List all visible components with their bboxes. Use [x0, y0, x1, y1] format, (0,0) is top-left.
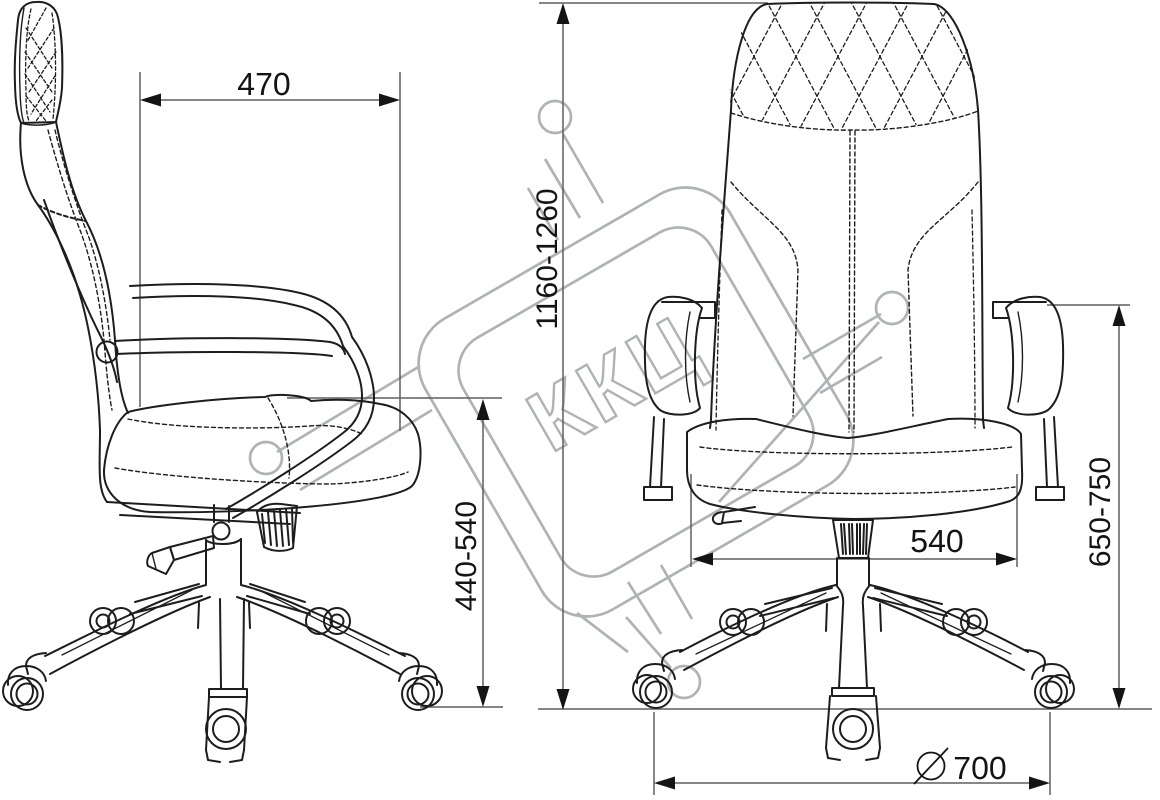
svg-text:440-540: 440-540 — [450, 501, 483, 611]
svg-text:650-750: 650-750 — [1084, 457, 1117, 567]
svg-text:540: 540 — [910, 523, 963, 559]
svg-text:1160-1260: 1160-1260 — [531, 188, 564, 329]
svg-text:700: 700 — [953, 750, 1006, 786]
svg-text:470: 470 — [237, 66, 290, 102]
